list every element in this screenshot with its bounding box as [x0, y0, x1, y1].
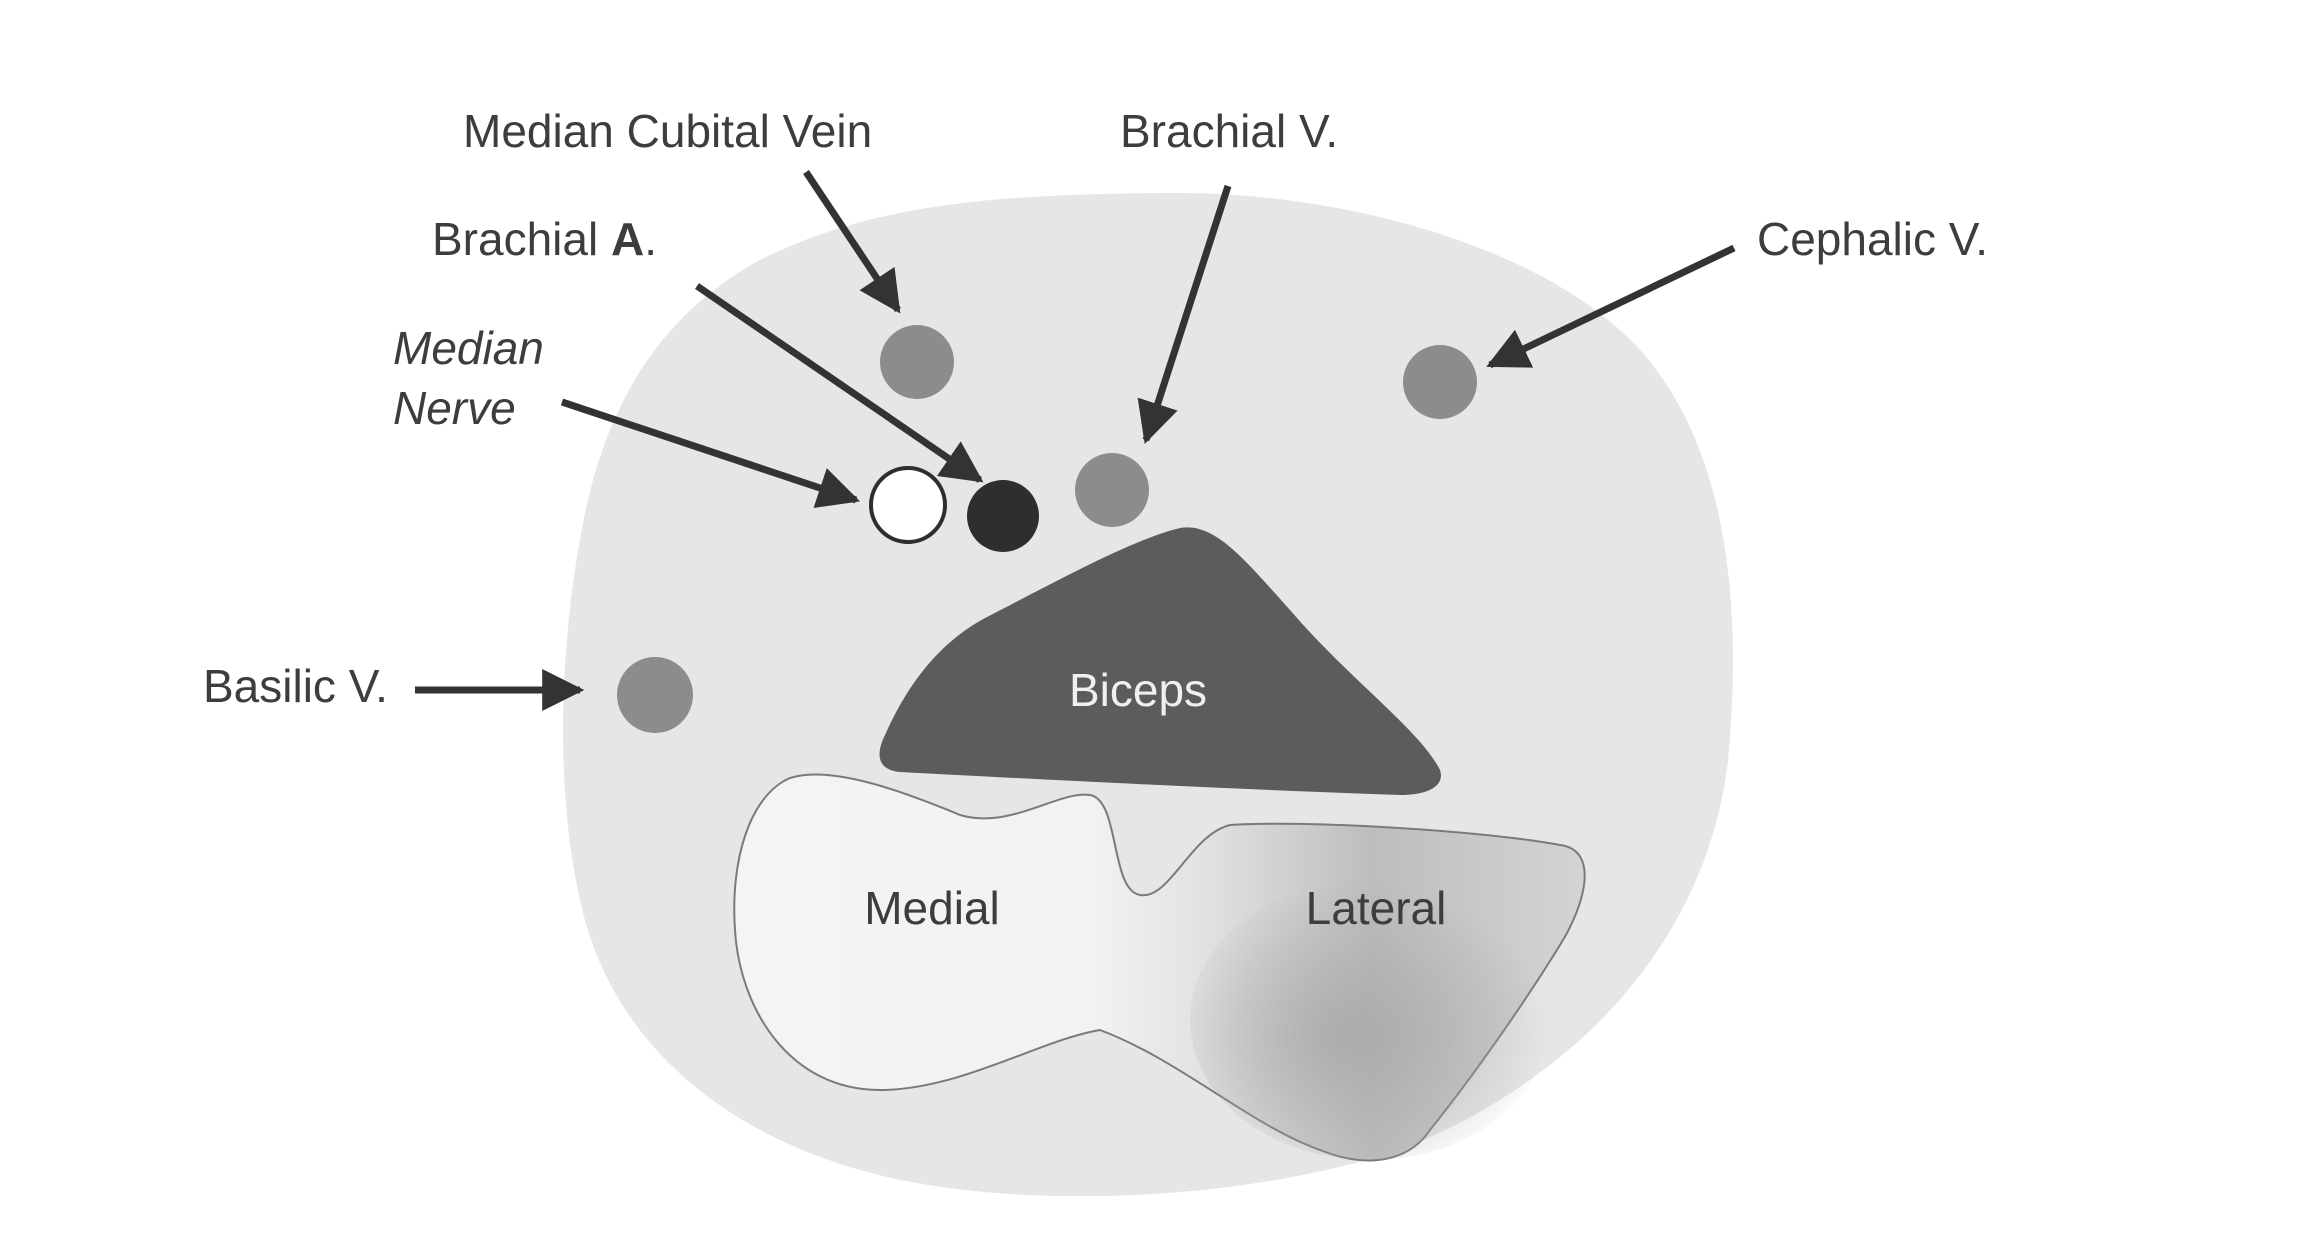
median-nerve-label-line1: Median [393, 322, 544, 374]
lateral-shading [1190, 880, 1550, 1160]
biceps-muscle [879, 527, 1441, 795]
brachial-vein-arrow [1137, 184, 1232, 444]
basilic-vein-circle [617, 657, 693, 733]
cephalic-vein-label: Cephalic V. [1757, 213, 1988, 265]
brachial-artery-label: Brachial A. [432, 213, 657, 265]
brachial-vein-label: Brachial V. [1120, 105, 1338, 157]
median-nerve-arrow [560, 398, 860, 508]
median-cubital-vein-label: Median Cubital Vein [463, 105, 872, 157]
median-cubital-vein-circle [880, 325, 954, 399]
brachial-artery-circle [967, 480, 1039, 552]
median-nerve-circle [869, 466, 947, 544]
median-cubital-vein-arrow [803, 170, 901, 314]
basilic-vein-label: Basilic V. [203, 660, 388, 712]
median-nerve-label-line2: Nerve [393, 382, 516, 434]
medial-label: Medial [864, 882, 1000, 934]
cephalic-vein-arrow [1486, 244, 1736, 369]
cephalic-vein-circle [1403, 345, 1477, 419]
brachial-artery-arrow [695, 283, 984, 483]
lateral-label: Lateral [1306, 882, 1447, 934]
biceps-label: Biceps [1069, 664, 1207, 716]
brachial-vein-circle [1075, 453, 1149, 527]
